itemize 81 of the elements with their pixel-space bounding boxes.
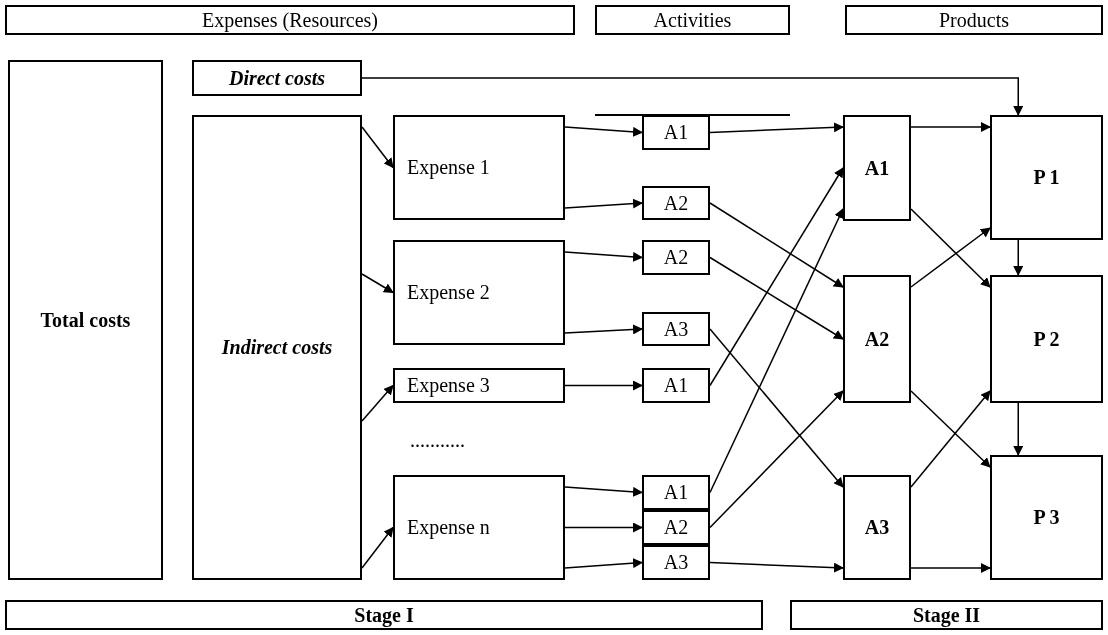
- box-label: A3: [663, 316, 689, 342]
- expense-box: [393, 240, 565, 345]
- arrow: [361, 126, 394, 169]
- arrow: [1013, 239, 1024, 276]
- product-box: [990, 115, 1103, 240]
- cost-box: [192, 115, 362, 580]
- activity-box: [642, 368, 710, 403]
- stage-box: [790, 600, 1103, 630]
- arrow: [361, 384, 394, 422]
- arrow: [709, 167, 844, 387]
- box-label: A1: [663, 480, 689, 505]
- arrow: [564, 251, 643, 262]
- arrow: [910, 390, 991, 488]
- arrow: [361, 77, 1024, 116]
- expense-box: [393, 475, 565, 580]
- product-box: [990, 455, 1103, 580]
- header-box: [595, 5, 790, 35]
- box-label: A1: [663, 120, 689, 145]
- box-label: Activities: [653, 7, 732, 33]
- box-label: Total costs: [40, 307, 131, 333]
- box-label: A3: [864, 515, 890, 540]
- box-label: Expense 2: [407, 280, 490, 305]
- box-label: A2: [663, 190, 689, 216]
- box-label: A3: [663, 550, 689, 575]
- arrow: [709, 328, 844, 488]
- box-label: Expense n: [407, 515, 490, 540]
- box-label: A2: [864, 326, 890, 352]
- cost-box: [8, 60, 163, 580]
- expense-box: [393, 368, 565, 403]
- box-label: P 3: [1033, 505, 1060, 530]
- arrow: [910, 563, 991, 573]
- arrow: [564, 324, 643, 335]
- box-label: Stage I: [354, 602, 414, 628]
- activity-box: [642, 115, 710, 150]
- arrow: [564, 126, 643, 137]
- arrow: [910, 208, 991, 288]
- header-box: [845, 5, 1103, 35]
- box-label: P 1: [1033, 165, 1060, 190]
- activity-box: [843, 475, 911, 580]
- activity-box: [843, 115, 911, 221]
- box-label: A1: [663, 373, 689, 398]
- cost-box: [192, 60, 362, 96]
- activity-box: [642, 475, 710, 510]
- arrow: [361, 526, 394, 569]
- box-label: Direct costs: [228, 65, 326, 91]
- stage-box: [5, 600, 763, 630]
- arrow: [564, 522, 643, 533]
- box-label: Expense 1: [407, 155, 490, 180]
- arrow: [564, 380, 643, 391]
- arrow: [1013, 402, 1024, 456]
- activity-box: [642, 186, 710, 220]
- arrow: [910, 122, 991, 132]
- activity-box: [642, 545, 710, 580]
- arrow: [709, 122, 844, 134]
- activity-box: [642, 510, 710, 545]
- arrow: [709, 202, 844, 288]
- box-label: A2: [663, 245, 689, 270]
- arrow: [564, 486, 643, 497]
- activity-box: [843, 275, 911, 403]
- box-label: A2: [663, 515, 689, 540]
- arrow: [564, 198, 643, 209]
- arrow: [361, 273, 394, 294]
- arrow: [709, 256, 844, 340]
- box-label: P 2: [1033, 326, 1060, 352]
- activity-box: [642, 312, 710, 346]
- box-label: Stage II: [912, 602, 981, 628]
- box-label: Expenses (Resources): [201, 7, 379, 33]
- box-label: A1: [864, 155, 890, 181]
- activity-box: [642, 240, 710, 275]
- ellipsis-text: ...........: [410, 428, 465, 453]
- arrow: [709, 561, 844, 573]
- arrow: [709, 390, 844, 529]
- product-box: [990, 275, 1103, 403]
- arrow: [910, 227, 991, 288]
- box-label: Expense 3: [407, 373, 490, 398]
- arrow: [910, 390, 991, 468]
- box-label: Products: [939, 7, 1009, 33]
- header-box: [5, 5, 575, 35]
- box-label: Indirect costs: [221, 335, 333, 360]
- arrow: [564, 558, 643, 569]
- expense-box: [393, 115, 565, 220]
